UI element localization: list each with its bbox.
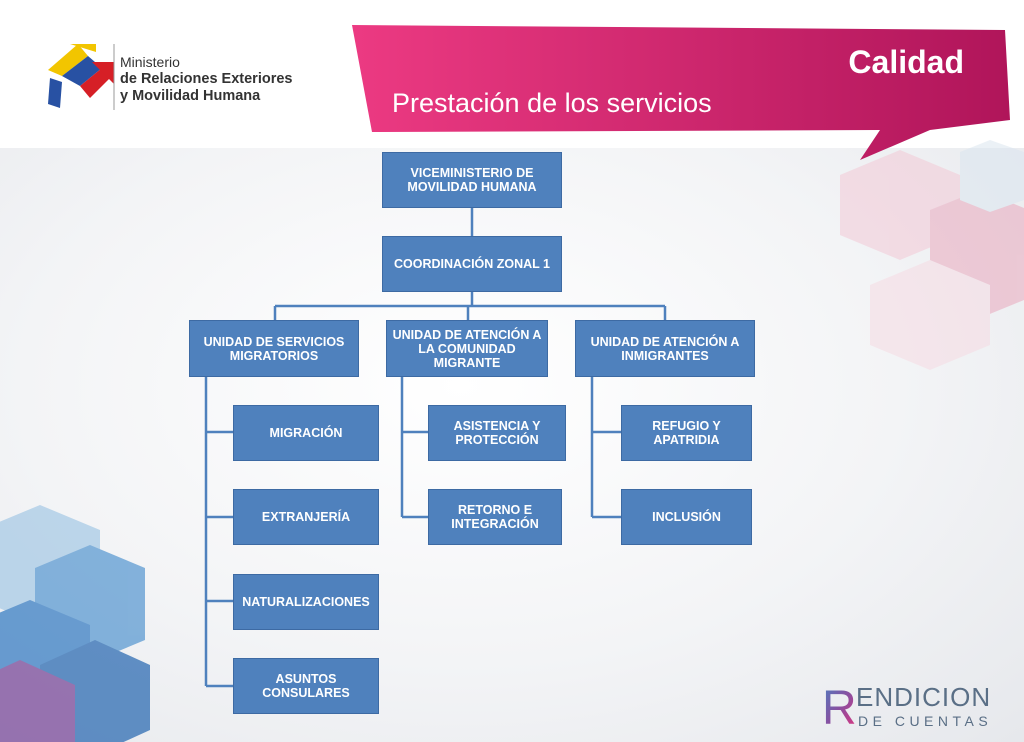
org-box-migracion: MIGRACIÓN (233, 405, 379, 461)
org-box-refugio-apatridia: REFUGIO Y APATRIDIA (621, 405, 752, 461)
brand-word-2: DE CUENTAS (858, 713, 992, 729)
org-box-retorno-integracion: RETORNO E INTEGRACIÓN (428, 489, 562, 545)
ministry-line-3: y Movilidad Humana (120, 88, 261, 104)
ministry-line-2: de Relaciones Exteriores (120, 71, 293, 87)
org-box-viceministerio: VICEMINISTERIO DE MOVILIDAD HUMANA (382, 152, 562, 208)
brand-initial: R (822, 682, 857, 730)
ministry-line-1: Ministerio (120, 54, 180, 70)
org-box-extranjeria: EXTRANJERÍA (233, 489, 379, 545)
org-box-asistencia-proteccion: ASISTENCIA Y PROTECCIÓN (428, 405, 566, 461)
org-box-unit-servicios-migratorios: UNIDAD DE SERVICIOS MIGRATORIOS (189, 320, 359, 377)
brand-word-1: ENDICION (856, 682, 991, 712)
org-box-unit-inmigrantes: UNIDAD DE ATENCIÓN A INMIGRANTES (575, 320, 755, 377)
org-box-coordinacion-zonal: COORDINACIÓN ZONAL 1 (382, 236, 562, 292)
org-box-inclusion: INCLUSIÓN (621, 489, 752, 545)
org-box-asuntos-consulares: ASUNTOS CONSULARES (233, 658, 379, 714)
rendicion-de-cuentas-logo: R ENDICION DE CUENTAS (822, 682, 992, 730)
page-title: Calidad (848, 44, 964, 80)
page-subtitle: Prestación de los servicios (392, 88, 712, 118)
org-box-unit-comunidad-migrante: UNIDAD DE ATENCIÓN A LA COMUNIDAD MIGRAN… (386, 320, 548, 377)
header-banner (352, 25, 1010, 160)
ministry-name: Ministerio de Relaciones Exteriores y Mo… (120, 54, 292, 105)
ministry-logo (48, 44, 115, 110)
org-box-naturalizaciones: NATURALIZACIONES (233, 574, 379, 630)
